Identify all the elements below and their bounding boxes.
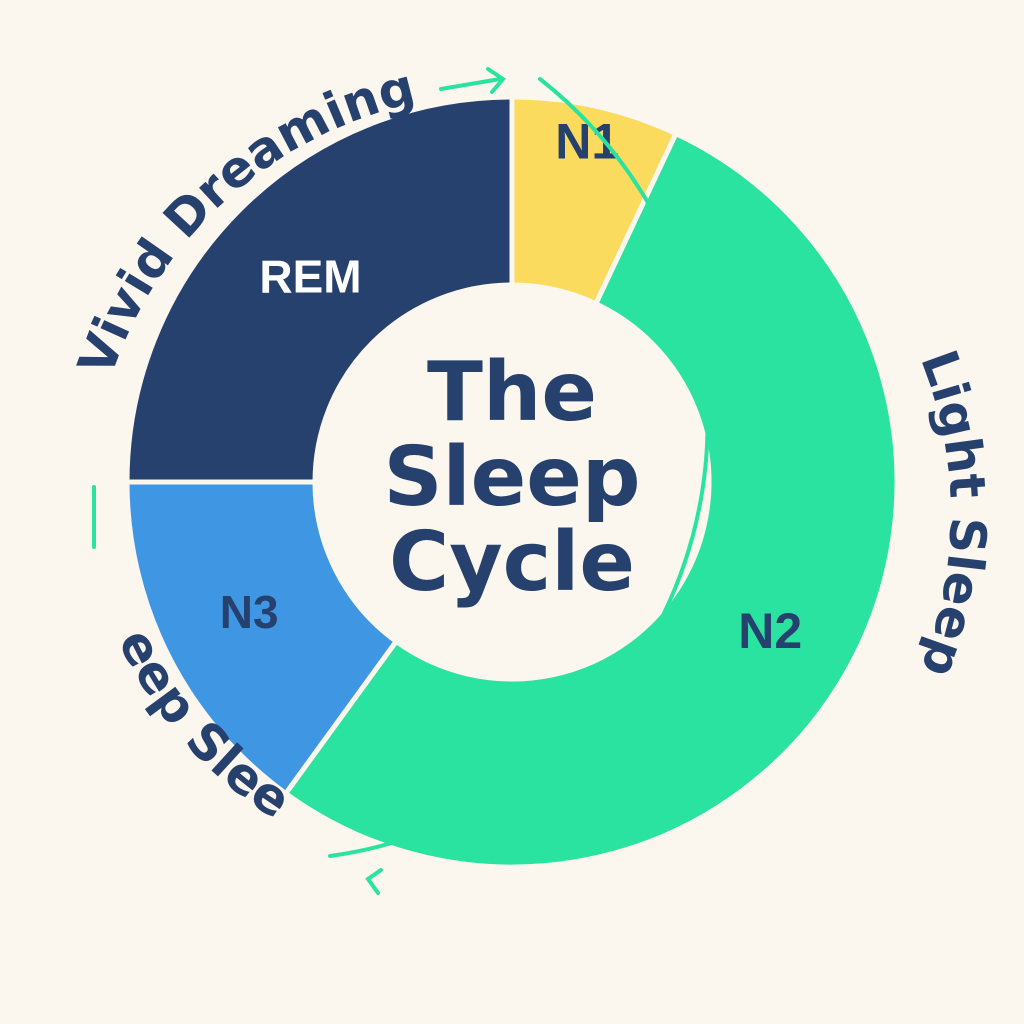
donut-segments: [124, 94, 900, 870]
title-line-3: Cycle: [389, 515, 635, 610]
title-line-2: Sleep: [383, 430, 640, 525]
cycle-arrows: [92, 67, 710, 895]
title-line-1: The: [427, 345, 597, 440]
segment-label-n2: N2: [738, 603, 802, 659]
page-title: The Sleep Cycle: [383, 345, 640, 610]
top-arrow-line: [439, 77, 502, 91]
bottom-arrow-head-icon: [365, 868, 383, 895]
donut-hole: [315, 285, 709, 679]
segment-label-rem: REM: [259, 251, 361, 303]
segment-label-n3: N3: [220, 586, 279, 638]
top-arrow-head-icon: [486, 67, 506, 94]
outer-cycle-arc: [328, 77, 710, 858]
